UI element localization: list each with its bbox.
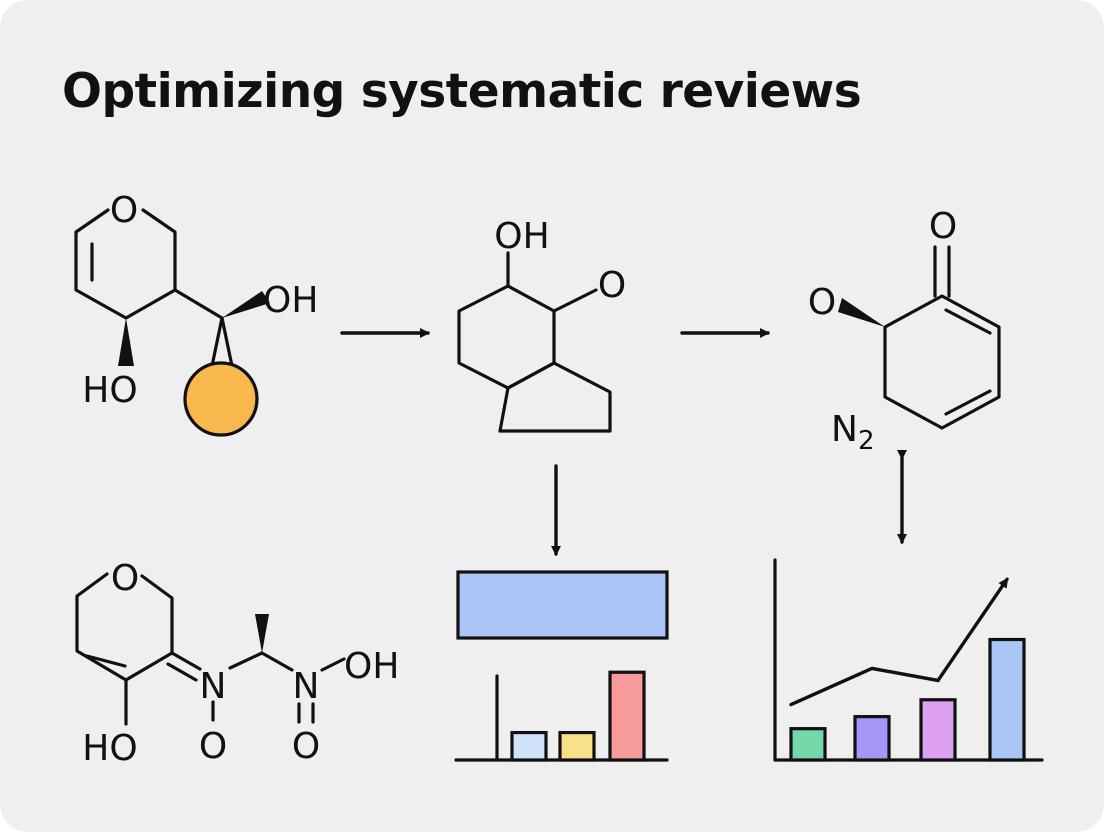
molecule-4-hydroxyl-right: OH — [344, 646, 399, 687]
molecule-1-substituent-circle — [183, 361, 259, 437]
molecule-4-oxide-2: O — [292, 726, 320, 767]
molecule-3-carbonyl-oxygen: O — [929, 206, 957, 247]
molecule-4-wedge-bond — [255, 614, 269, 653]
chart-2-bar-3 — [919, 698, 957, 762]
molecule-3-wedge-bond — [838, 298, 885, 327]
figure-title: Optimizing systematic reviews — [62, 64, 862, 119]
molecule-1-side-bond — [173, 288, 224, 320]
banner-rectangle — [456, 570, 669, 640]
bar-chart-1 — [454, 670, 669, 762]
molecule-4-chain-bond-1 — [228, 651, 264, 670]
chart-1-bar-2 — [558, 730, 596, 762]
chart-2-trend-line — [789, 577, 1009, 707]
molecule-1-wedge-bond — [118, 318, 134, 366]
molecule-3-nitrogen-subscript: 2 — [858, 426, 875, 456]
molecule-2-hexagon — [457, 284, 556, 390]
molecule-4: O HO N O N O OH — [75, 558, 399, 769]
molecule-3-oxygen: O — [808, 282, 836, 323]
molecule-3-nitrogen: N2 — [831, 409, 874, 456]
molecule-1-bond-b — [220, 316, 234, 368]
molecule-4-imine-bond-a — [170, 651, 202, 671]
molecule-2-hydroxyl: OH — [494, 216, 549, 257]
chart-2-bar-2 — [853, 715, 891, 762]
molecule-4-ring-oxygen: O — [111, 558, 139, 599]
bar-chart-2 — [773, 558, 1044, 762]
molecule-3-nitrogen-symbol: N — [831, 409, 858, 450]
molecule-4-chain-bond-2 — [260, 651, 294, 672]
molecule-3-double-bond-top — [944, 308, 992, 335]
chart-2-bar-4 — [988, 637, 1026, 762]
molecule-4-hydroxyl-bottom: HO — [82, 728, 137, 769]
molecule-4-oh-bond-right — [320, 657, 346, 672]
molecule-1: O HO OH — [74, 190, 318, 437]
molecule-4-nitrogen-2: N — [293, 666, 320, 707]
chart-1-bar-3 — [608, 670, 646, 762]
molecule-3-ring — [883, 294, 1001, 430]
molecule-2-o-bond — [552, 288, 598, 313]
molecule-4-imine-bond-b — [166, 662, 198, 682]
molecule-1-hydroxyl-bottom: HO — [82, 370, 137, 411]
molecule-2: OH O — [457, 216, 626, 433]
molecule-4-oxide-1: O — [199, 726, 227, 767]
chart-2-bar-1 — [789, 727, 827, 762]
molecule-2-pentagon — [498, 361, 612, 433]
molecule-2-oxygen: O — [598, 265, 626, 306]
molecule-1-ring-oxygen: O — [110, 190, 138, 231]
molecule-1-bond-a — [210, 316, 224, 368]
molecule-4-double-bond — [85, 654, 127, 668]
molecule-1-hydroxyl-top: OH — [263, 280, 318, 321]
molecule-4-nitrogen-1: N — [200, 666, 227, 707]
molecule-3: O O N2 — [808, 206, 1001, 456]
chart-1-bar-1 — [510, 730, 548, 762]
molecule-1-wedge-oh — [222, 291, 270, 318]
molecule-3-double-bond-bottom — [944, 389, 992, 416]
